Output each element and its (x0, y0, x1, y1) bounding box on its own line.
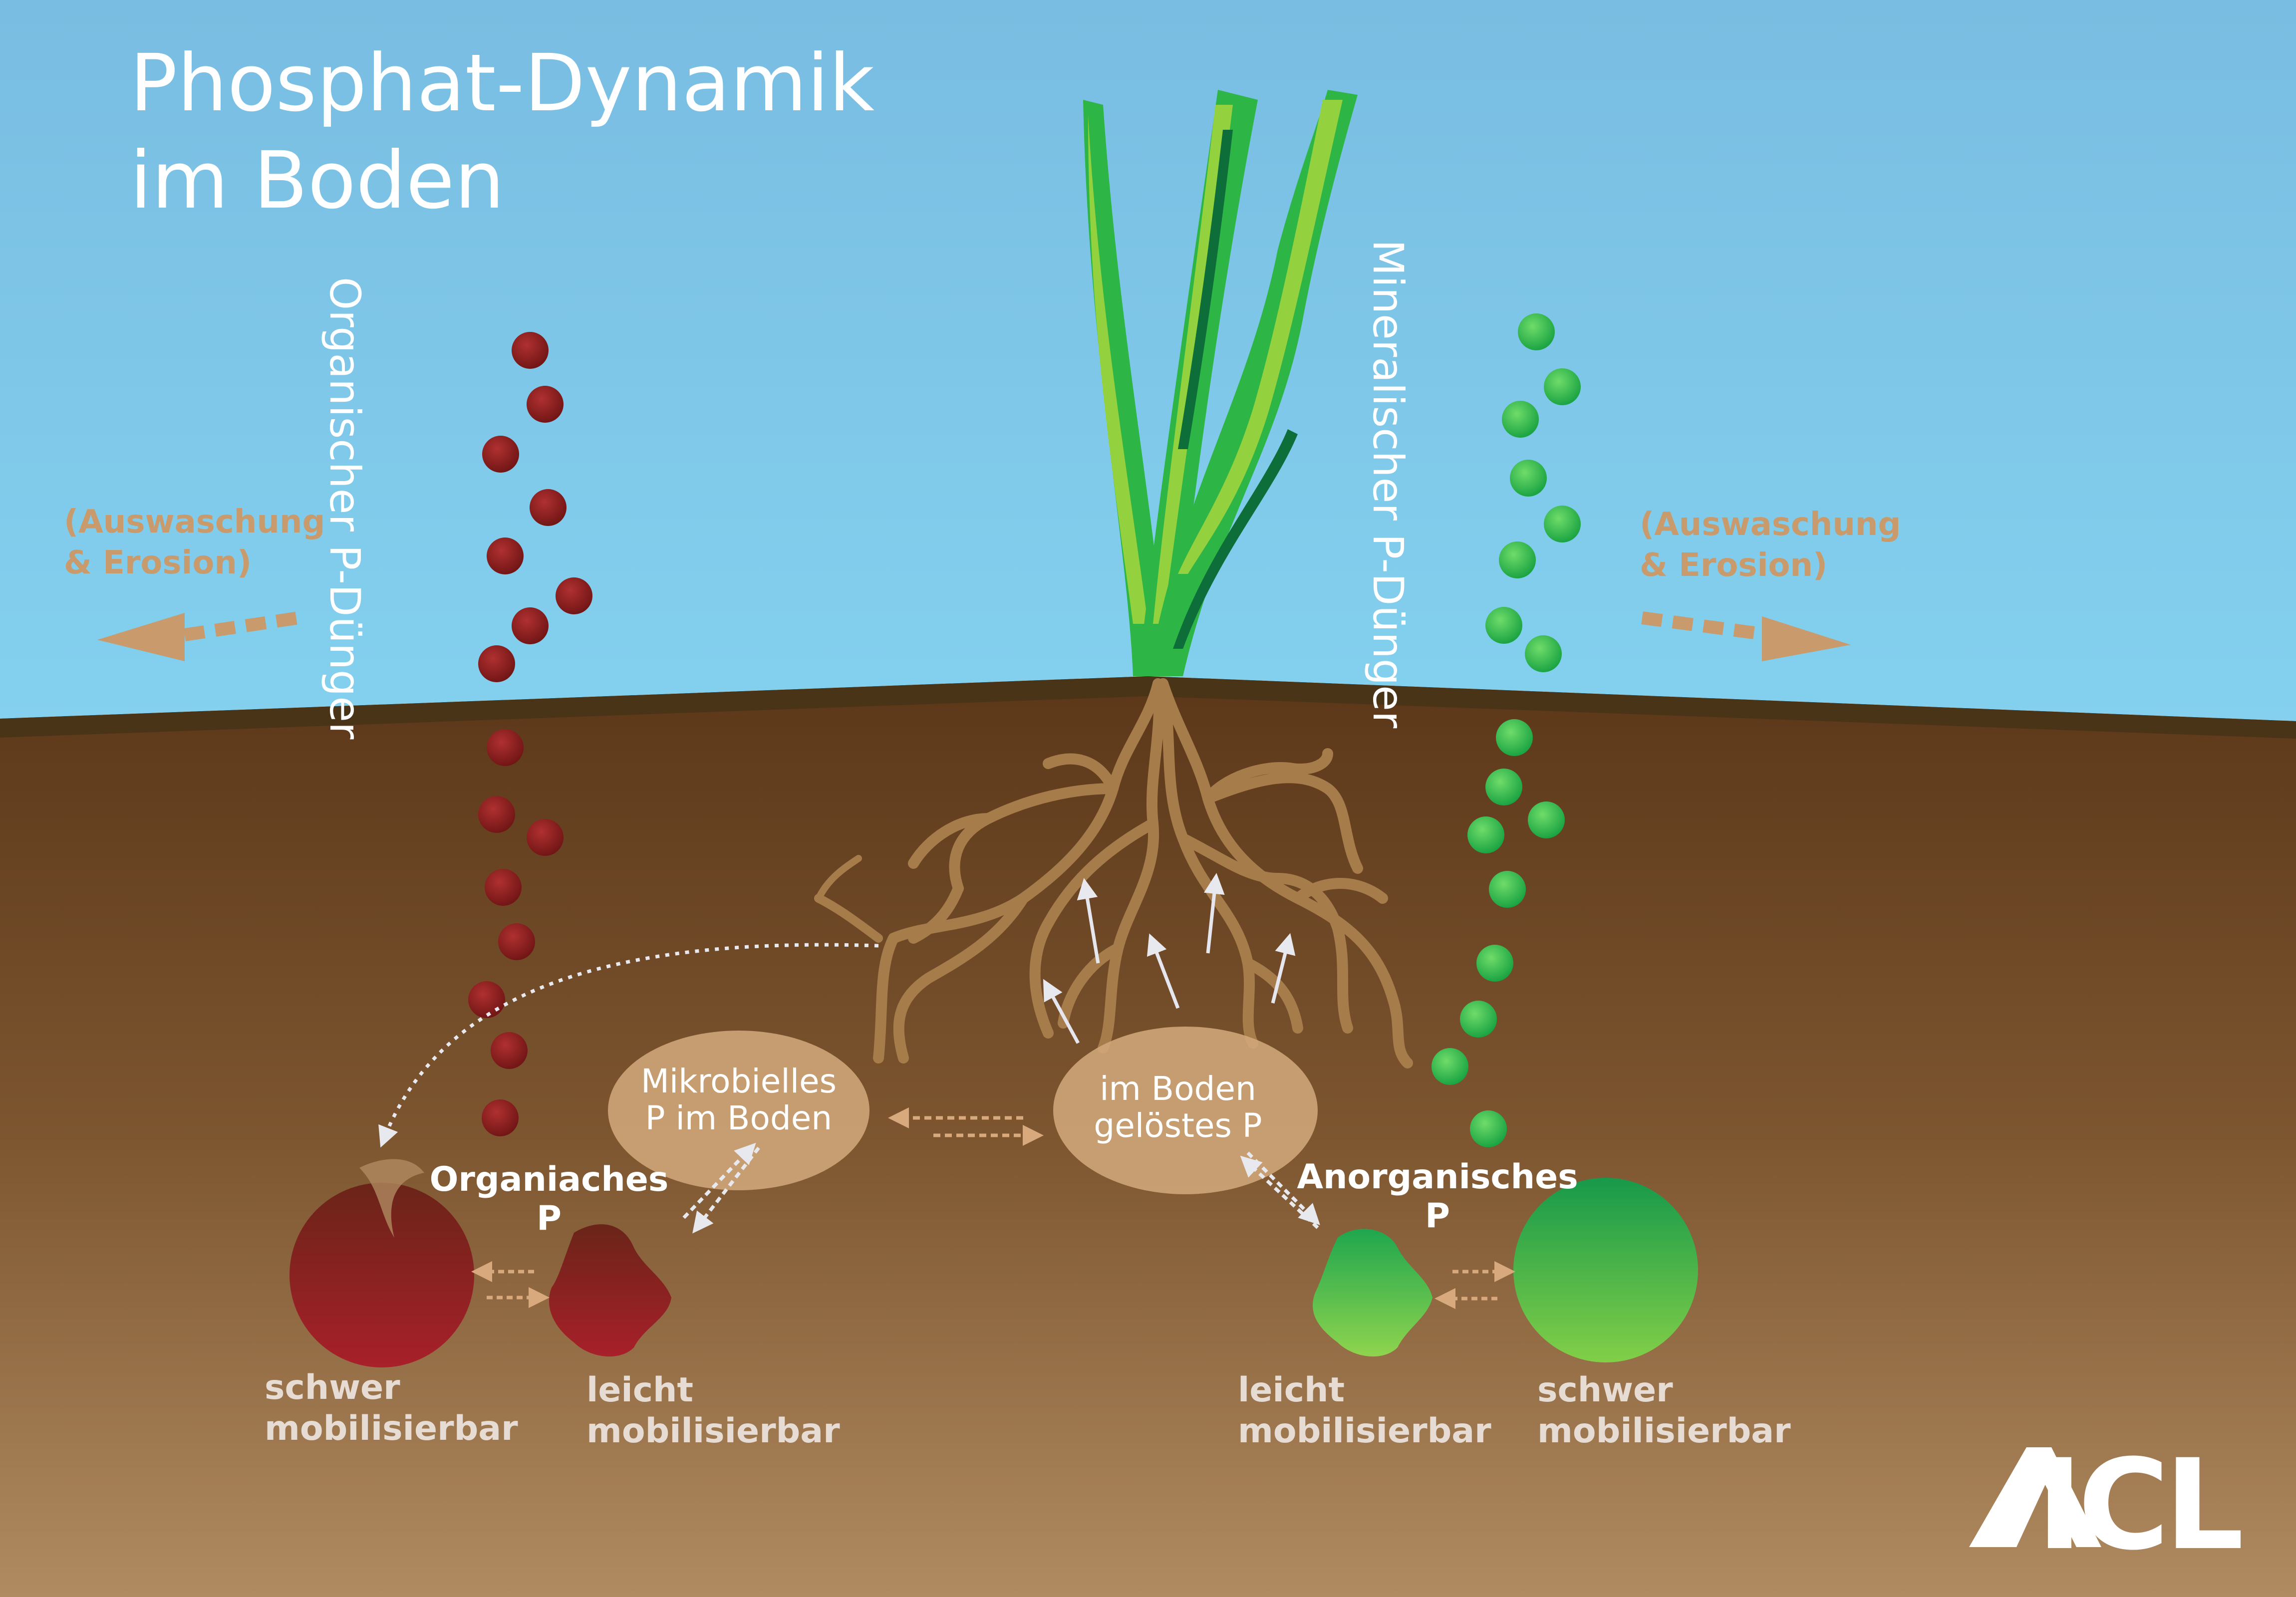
organic-p-label: Organiaches P (429, 1160, 669, 1238)
organic-dot-icon (512, 332, 549, 369)
organic-exchange-arrows (471, 1261, 550, 1308)
organic-dot-icon (482, 1099, 519, 1136)
mineral-dot-icon (1489, 871, 1526, 908)
microbial-p-oval (608, 1031, 869, 1190)
mineral-fertilizer-label: Mineralischer P-Dünger (1364, 240, 1413, 729)
organic-dot-icon (468, 981, 505, 1018)
organic-dot-icon (556, 577, 592, 614)
mineral-dot-icon (1485, 607, 1522, 644)
leaching-label-left: (Auswaschung & Erosion) (64, 504, 325, 581)
organic-dot-icon (527, 819, 564, 856)
mineral-dot-icon (1544, 506, 1581, 542)
inorganic-easy-label: leicht mobilisierbar (1238, 1370, 1491, 1451)
grass-plant-icon (1083, 90, 1358, 676)
ground-surface (0, 676, 2296, 739)
inorganic-hard-label: schwer mobilisierbar (1537, 1370, 1791, 1451)
leaching-arrow-left (97, 610, 306, 661)
leaching-arrow-right (1641, 611, 1851, 661)
organic-dot-icon (478, 645, 515, 682)
dissolved-p-label: im Boden gelöstes P (1094, 1069, 1262, 1145)
mineral-dot-icon (1528, 801, 1565, 838)
icl-logo-icon (1969, 1447, 2101, 1547)
organic-dot-icon (527, 386, 564, 423)
inorganic-exchange-arrows (1435, 1261, 1515, 1309)
root-system-icon (814, 678, 1413, 1068)
arrow-icon (97, 613, 185, 661)
organic-microbial-arrows (682, 1142, 760, 1234)
organic-dot-icon (530, 489, 567, 526)
organic-fertilizer-label: Organischer P-Dünger (320, 277, 369, 740)
mineral-dot-icon (1499, 541, 1536, 578)
organic-ball-notch (359, 1159, 424, 1238)
mineral-dot-icon (1525, 635, 1562, 672)
mineral-dot-icon (1496, 719, 1533, 756)
inorganic-easy-blob (1313, 1229, 1433, 1357)
organic-dot-icon (512, 607, 549, 644)
mineral-dot-icon (1467, 816, 1504, 853)
mineral-dot-icon (1432, 1048, 1468, 1085)
mineral-dot-column (1432, 313, 1581, 1147)
oval-exchange-arrows (888, 1107, 1044, 1146)
organic-dot-icon (485, 869, 522, 906)
mineral-dot-icon (1510, 460, 1547, 497)
organic-hard-ball (289, 1183, 474, 1367)
uptake-arrows (1043, 873, 1296, 1044)
page-title: Phosphat-Dynamik im Boden (130, 37, 875, 227)
organic-easy-label: leicht mobilisierbar (586, 1370, 840, 1451)
organic-dot-icon (487, 537, 524, 574)
inorganic-hard-ball (1513, 1178, 1698, 1362)
mineral-dot-icon (1460, 1001, 1497, 1038)
mineral-dot-icon (1470, 1110, 1507, 1147)
dissolved-inorganic-arrows (1240, 1151, 1320, 1229)
organic-dot-icon (498, 923, 535, 960)
leaching-label-right: (Auswaschung & Erosion) (1640, 506, 1901, 584)
organic-easy-blob (549, 1224, 671, 1357)
microbial-p-label: Mikrobielles P im Boden (640, 1062, 837, 1137)
organic-dot-icon (482, 436, 519, 473)
arrow-icon (1762, 616, 1851, 661)
organic-dot-icon (491, 1032, 528, 1069)
organic-dot-icon (478, 796, 515, 833)
mineral-dot-icon (1476, 945, 1513, 982)
return-dotted-arrow (378, 943, 879, 1148)
mineral-dot-icon (1502, 401, 1539, 438)
organic-dot-icon (487, 729, 524, 766)
organic-dot-column (468, 332, 592, 1136)
mineral-dot-icon (1485, 769, 1522, 805)
dissolved-p-oval (1053, 1027, 1318, 1194)
icl-logo-text: ICL (2036, 1432, 2244, 1578)
inorganic-p-label: Anorganisches P (1297, 1157, 1578, 1236)
mineral-dot-icon (1518, 313, 1555, 350)
mineral-dot-icon (1544, 368, 1581, 405)
organic-hard-label: schwer mobilisierbar (265, 1368, 518, 1448)
